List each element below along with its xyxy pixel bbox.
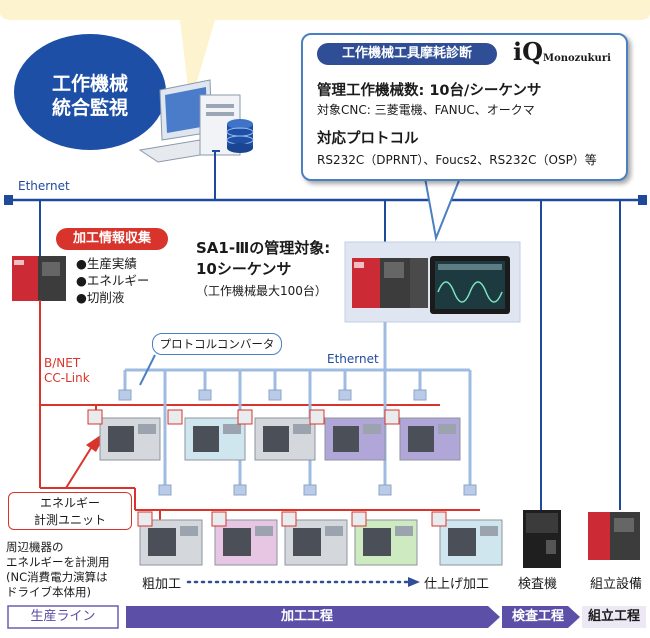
energy-note: 周辺機器の エネルギーを計測用 (NC消費電力演算は ドライブ本体用) xyxy=(6,540,110,599)
stage-machining: 加工工程 xyxy=(280,609,333,624)
energy-unit-label: エネルギー 計測ユニット xyxy=(8,492,132,530)
collection-item: ●生産実績 xyxy=(76,256,137,271)
managed-count: 管理工作機械数: 10台/シーケンサ xyxy=(317,83,542,99)
collection-item: ●エネルギー xyxy=(76,273,150,288)
stage-assembly: 組立工程 xyxy=(587,609,640,624)
protocol-converter-label: プロトコルコンバータ xyxy=(152,333,282,355)
collection-item: ●切削液 xyxy=(76,290,125,305)
diagnosis-title: 工作機械工具摩耗診断 xyxy=(317,43,497,65)
ethernet-label-lower: Ethernet xyxy=(327,352,379,366)
stage-inspection: 検査工程 xyxy=(511,609,564,624)
hmi-screen xyxy=(430,256,510,314)
wear-diagnosis-callout: 工作機械工具摩耗診断 iQ Monozukuri 管理工作機械数: 10台/シー… xyxy=(301,33,628,181)
collection-title: 加工情報収集 xyxy=(56,228,168,250)
assembly-plc xyxy=(588,512,640,560)
collection-plc xyxy=(12,256,66,301)
iq-logo-sub: Monozukuri xyxy=(543,53,611,64)
sa1-note: （工作機械最大100台） xyxy=(196,284,327,298)
protocol-heading: 対応プロトコル xyxy=(317,131,419,147)
speech-bubble-top xyxy=(0,0,650,105)
machine-row-lower xyxy=(139,519,503,566)
protocol-list: RS232C（DPRNT）、Foucs2、RS232C（OSP）等 xyxy=(317,153,597,167)
collection-items: ●生産実績 ●エネルギー ●切削液 xyxy=(76,255,149,306)
bnet-cclink-label: B/NET CC-Link xyxy=(44,356,90,385)
inspection-machine xyxy=(523,510,561,568)
inspection-machine-label: 検査機 xyxy=(518,577,558,592)
finish-machining-label: 仕上げ加工 xyxy=(424,577,490,592)
ethernet-label-top: Ethernet xyxy=(18,179,70,193)
stage-production-line: 生産ライン xyxy=(30,609,96,624)
sa1-description: SA1-Ⅲの管理対象: 10シーケンサ xyxy=(196,239,331,278)
rough-machining-label: 粗加工 xyxy=(142,577,182,592)
iq-logo: iQ xyxy=(513,37,544,66)
assembly-equipment-label: 組立設備 xyxy=(590,577,643,592)
machine-row-upper xyxy=(99,417,461,461)
plc-sequencer xyxy=(352,258,428,308)
target-cnc: 対象CNC: 三菱電機、FANUC、オークマ xyxy=(317,103,535,117)
integrated-monitoring-label: 工作機械 統合監視 xyxy=(51,73,128,119)
monitoring-ellipse xyxy=(14,34,166,150)
database-icon xyxy=(226,119,254,153)
